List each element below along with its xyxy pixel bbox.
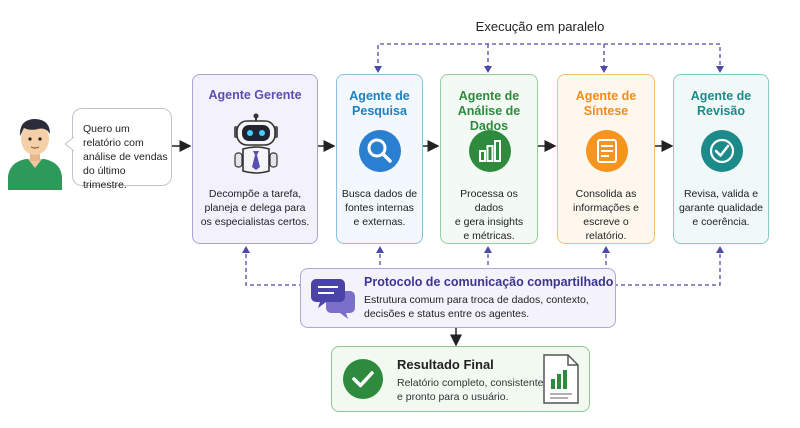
user-avatar: [8, 119, 62, 190]
bar-chart-icon: [469, 130, 511, 172]
result-title: Resultado Final: [397, 357, 494, 372]
protocol-box: Protocolo de comunicação compartilhado E…: [300, 268, 616, 328]
user-request-bubble: Quero um relatório com análise de vendas…: [65, 108, 172, 191]
manager-title: Agente Gerente: [208, 88, 302, 102]
check-icon: [343, 359, 383, 399]
parallel-execution-label: Execução em paralelo: [475, 19, 605, 34]
protocol-title: Protocolo de comunicação compartilhado: [364, 275, 614, 289]
search-icon: [359, 130, 401, 172]
protocol-description: Estrutura comum para troca de dados, con…: [364, 294, 589, 320]
protocol-links: [245, 254, 721, 286]
user-request-text: Quero um relatório com análise de vendas…: [83, 123, 168, 191]
result-box: Resultado Final Relatório completo, cons…: [331, 346, 590, 412]
robot-icon: [234, 113, 278, 174]
manager-description: Decompõe a tarefa, planeja e delega para…: [200, 188, 310, 228]
manager-agent-card: Agente Gerente Decompõe a tarefa, planej…: [192, 74, 318, 244]
report-document-icon: [543, 354, 579, 404]
chat-bubbles-icon: [311, 279, 355, 319]
document-icon: [586, 130, 628, 172]
parallel-bracket: [377, 43, 721, 70]
check-circle-icon: [701, 130, 743, 172]
